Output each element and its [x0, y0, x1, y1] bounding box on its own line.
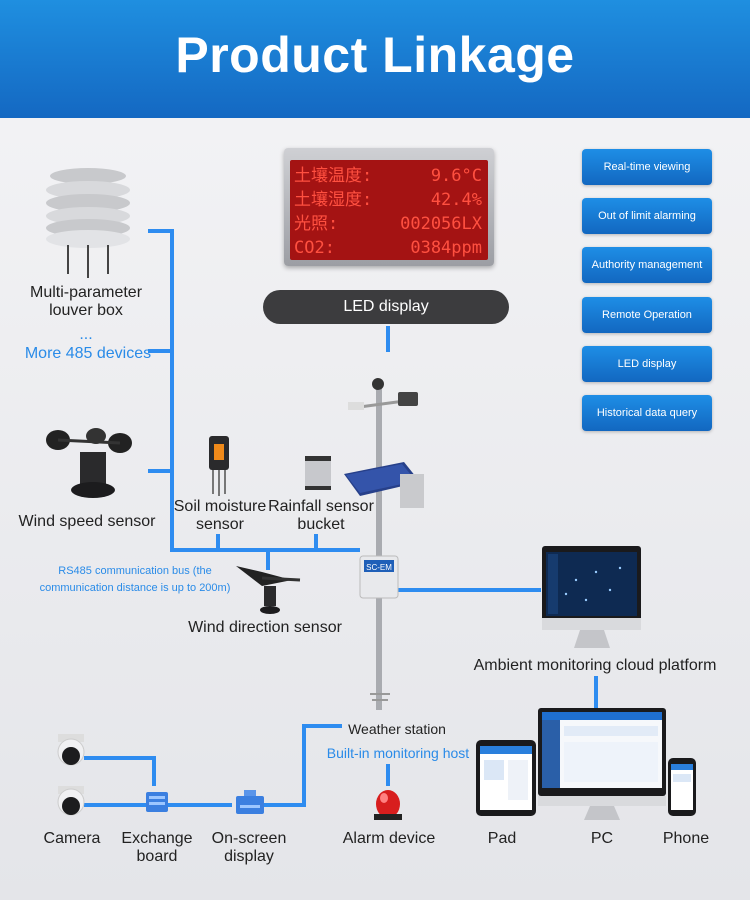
exchange-board-label-line1: Exchange — [121, 830, 193, 847]
phone-label: Phone — [662, 830, 710, 847]
pc-icon — [538, 708, 666, 820]
louver-box-label-line1: Multi-parameter — [29, 284, 143, 301]
feature-real-time-viewing[interactable]: Real-time viewing — [582, 149, 712, 185]
pad-icon — [476, 740, 536, 816]
louver-box-icon — [46, 168, 130, 278]
feature-led-display[interactable]: LED display — [582, 346, 712, 382]
feature-out-of-limit-alarming[interactable]: Out of limit alarming — [582, 198, 712, 234]
feature-remote-operation[interactable]: Remote Operation — [582, 297, 712, 333]
exchange-board-icon — [146, 792, 168, 812]
bus-label-line1: RS485 communication bus (the — [58, 565, 212, 577]
pc-label: PC — [590, 830, 614, 847]
exchange-board-label-line2: board — [136, 848, 178, 865]
rain-bucket-label-line1: Rainfall sensor — [268, 498, 374, 515]
wind-direction-sensor-icon — [236, 566, 301, 614]
station-box-label: SC-EM — [366, 563, 392, 572]
led-row: 土壤湿度: 42.4% — [294, 188, 484, 212]
led-row-value: 42.4% — [430, 190, 482, 210]
wind-speed-sensor-icon — [46, 428, 132, 498]
led-row-value: 002056LX — [400, 214, 482, 234]
led-row: CO2: 0384ppm — [294, 236, 484, 260]
pad-label: Pad — [487, 830, 517, 847]
camera-label: Camera — [43, 830, 101, 847]
louver-box-label-line2: louver box — [49, 302, 123, 319]
led-row-label: 光照: — [294, 214, 339, 234]
led-row-value: 9.6°C — [430, 166, 482, 186]
phone-icon — [668, 758, 696, 816]
wind-speed-label: Wind speed sensor — [18, 513, 156, 530]
led-row-value: 0384ppm — [410, 238, 482, 258]
monitoring-host-label: Built-in monitoring host — [326, 745, 470, 761]
alarm-device-label: Alarm device — [342, 830, 436, 847]
led-display-screen — [290, 160, 488, 260]
ellipsis-label: ... — [79, 326, 93, 343]
rain-bucket-label-line2: bucket — [297, 516, 345, 533]
cloud-platform-label: Ambient monitoring cloud platform — [473, 657, 717, 674]
weather-station-label: Weather station — [348, 721, 446, 737]
rainfall-bucket-icon — [305, 456, 331, 490]
onscreen-display-label-line1: On-screen — [211, 830, 287, 847]
weather-station-icon: SC-EM — [344, 378, 424, 710]
soil-sensor-label-line1: Soil moisture — [173, 498, 267, 515]
led-display-caption: LED display — [263, 290, 509, 324]
led-row: 土壤温度: 9.6°C — [294, 164, 484, 188]
more-devices-label: More 485 devices — [24, 345, 152, 362]
led-row: 光照: 002056LX — [294, 212, 484, 236]
header-banner — [0, 0, 750, 118]
bus-label-line2: communication distance is up to 200m) — [39, 582, 231, 594]
feature-historical-data-query[interactable]: Historical data query — [582, 395, 712, 431]
page-title: Product Linkage — [175, 27, 575, 83]
soil-sensor-label-line2: sensor — [195, 516, 245, 533]
camera-icon — [57, 734, 85, 816]
led-row-label: CO2: — [294, 238, 335, 258]
onscreen-display-label-line2: display — [224, 848, 274, 865]
led-row-label: 土壤湿度: — [294, 190, 373, 210]
soil-moisture-sensor-icon — [209, 436, 229, 496]
alarm-device-icon — [374, 790, 402, 820]
monitor-icon — [542, 546, 641, 648]
feature-authority-management[interactable]: Authority management — [582, 247, 712, 283]
onscreen-display-icon — [236, 790, 264, 814]
wind-direction-label: Wind direction sensor — [188, 619, 342, 636]
led-row-label: 土壤温度: — [294, 166, 373, 186]
